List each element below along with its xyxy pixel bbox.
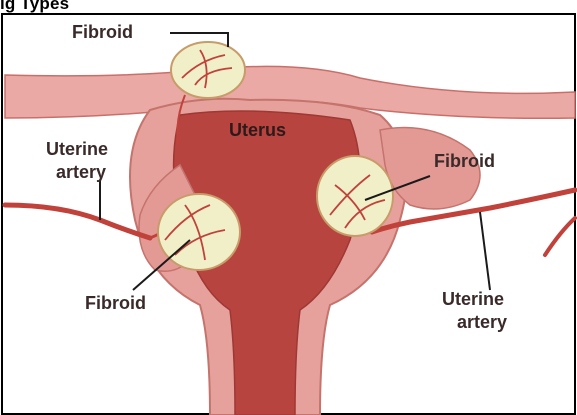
label-uterine-artery-left-line2: artery <box>56 162 106 182</box>
label-fibroid-bottom-left: Fibroid <box>85 293 146 313</box>
label-fibroid-top: Fibroid <box>72 22 133 42</box>
label-uterine-artery-left-line1: Uterine <box>46 139 108 159</box>
leader-uterine-artery-right <box>480 212 490 290</box>
fibroid-top-shape <box>171 42 245 98</box>
label-uterine-artery-right-line1: Uterine <box>442 289 504 309</box>
label-fibroid-right: Fibroid <box>434 151 495 171</box>
right-uterine-artery-lower <box>545 218 575 255</box>
left-uterine-artery <box>5 205 150 238</box>
label-uterine-artery-right-line2: artery <box>457 312 507 332</box>
fibroid-right-shape <box>317 156 393 236</box>
label-uterus: Uterus <box>229 120 286 140</box>
